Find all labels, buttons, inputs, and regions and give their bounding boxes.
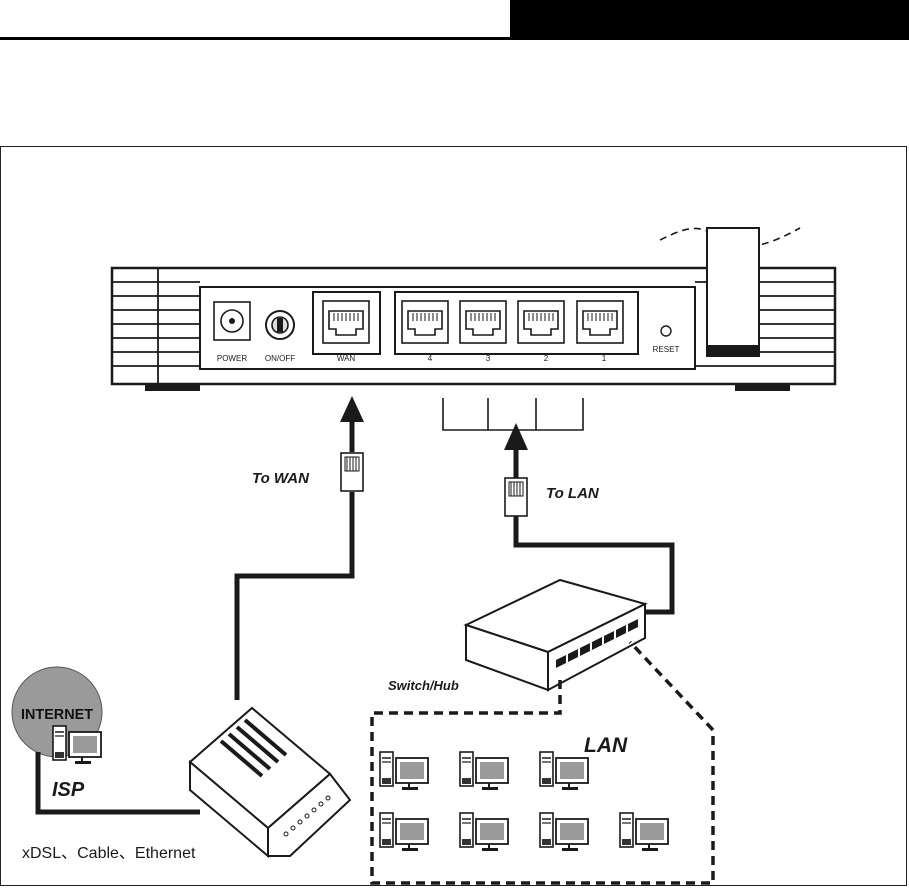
switch-hub-label: Switch/Hub	[388, 678, 459, 693]
lan-plug	[505, 478, 527, 516]
to-lan-label: To LAN	[546, 485, 600, 502]
wan-port	[313, 292, 380, 354]
lan-pc	[540, 752, 588, 790]
lan-pc	[540, 813, 588, 851]
lan-pc	[380, 813, 428, 851]
reset-button	[661, 326, 671, 336]
isp-pc	[53, 726, 101, 764]
lan-label: LAN	[584, 734, 628, 757]
router: POWER ON/OFF WAN 4 3 2 1 RESET	[112, 228, 835, 391]
wan-label: WAN	[337, 354, 356, 363]
lan1-label: 1	[602, 354, 607, 363]
lan4-label: 4	[428, 354, 433, 363]
wan-arrow	[340, 396, 364, 422]
lan3-label: 3	[486, 354, 491, 363]
modem	[190, 708, 350, 856]
onoff-label: ON/OFF	[265, 354, 295, 363]
wan-cable	[237, 396, 364, 700]
lan-pc	[460, 813, 508, 851]
power-label: POWER	[217, 354, 247, 363]
wan-plug	[341, 453, 363, 491]
lan-pc	[620, 813, 668, 851]
lan-cable	[504, 423, 672, 612]
power-switch	[266, 311, 294, 339]
isp-label: ISP	[52, 779, 85, 801]
lan-ports	[395, 292, 638, 354]
lan2-label: 2	[544, 354, 549, 363]
lan-pc	[460, 752, 508, 790]
switch-hub	[466, 580, 645, 690]
to-wan-label: To WAN	[252, 470, 310, 487]
reset-label: RESET	[653, 345, 680, 354]
lan-pc	[380, 752, 428, 790]
lan-bracket	[443, 398, 583, 430]
internet-label: INTERNET	[21, 706, 93, 723]
modem-types-label: xDSL、Cable、Ethernet	[22, 845, 196, 862]
lan-computers	[380, 752, 668, 851]
power-port	[214, 302, 250, 340]
lan-arrow	[504, 423, 528, 450]
